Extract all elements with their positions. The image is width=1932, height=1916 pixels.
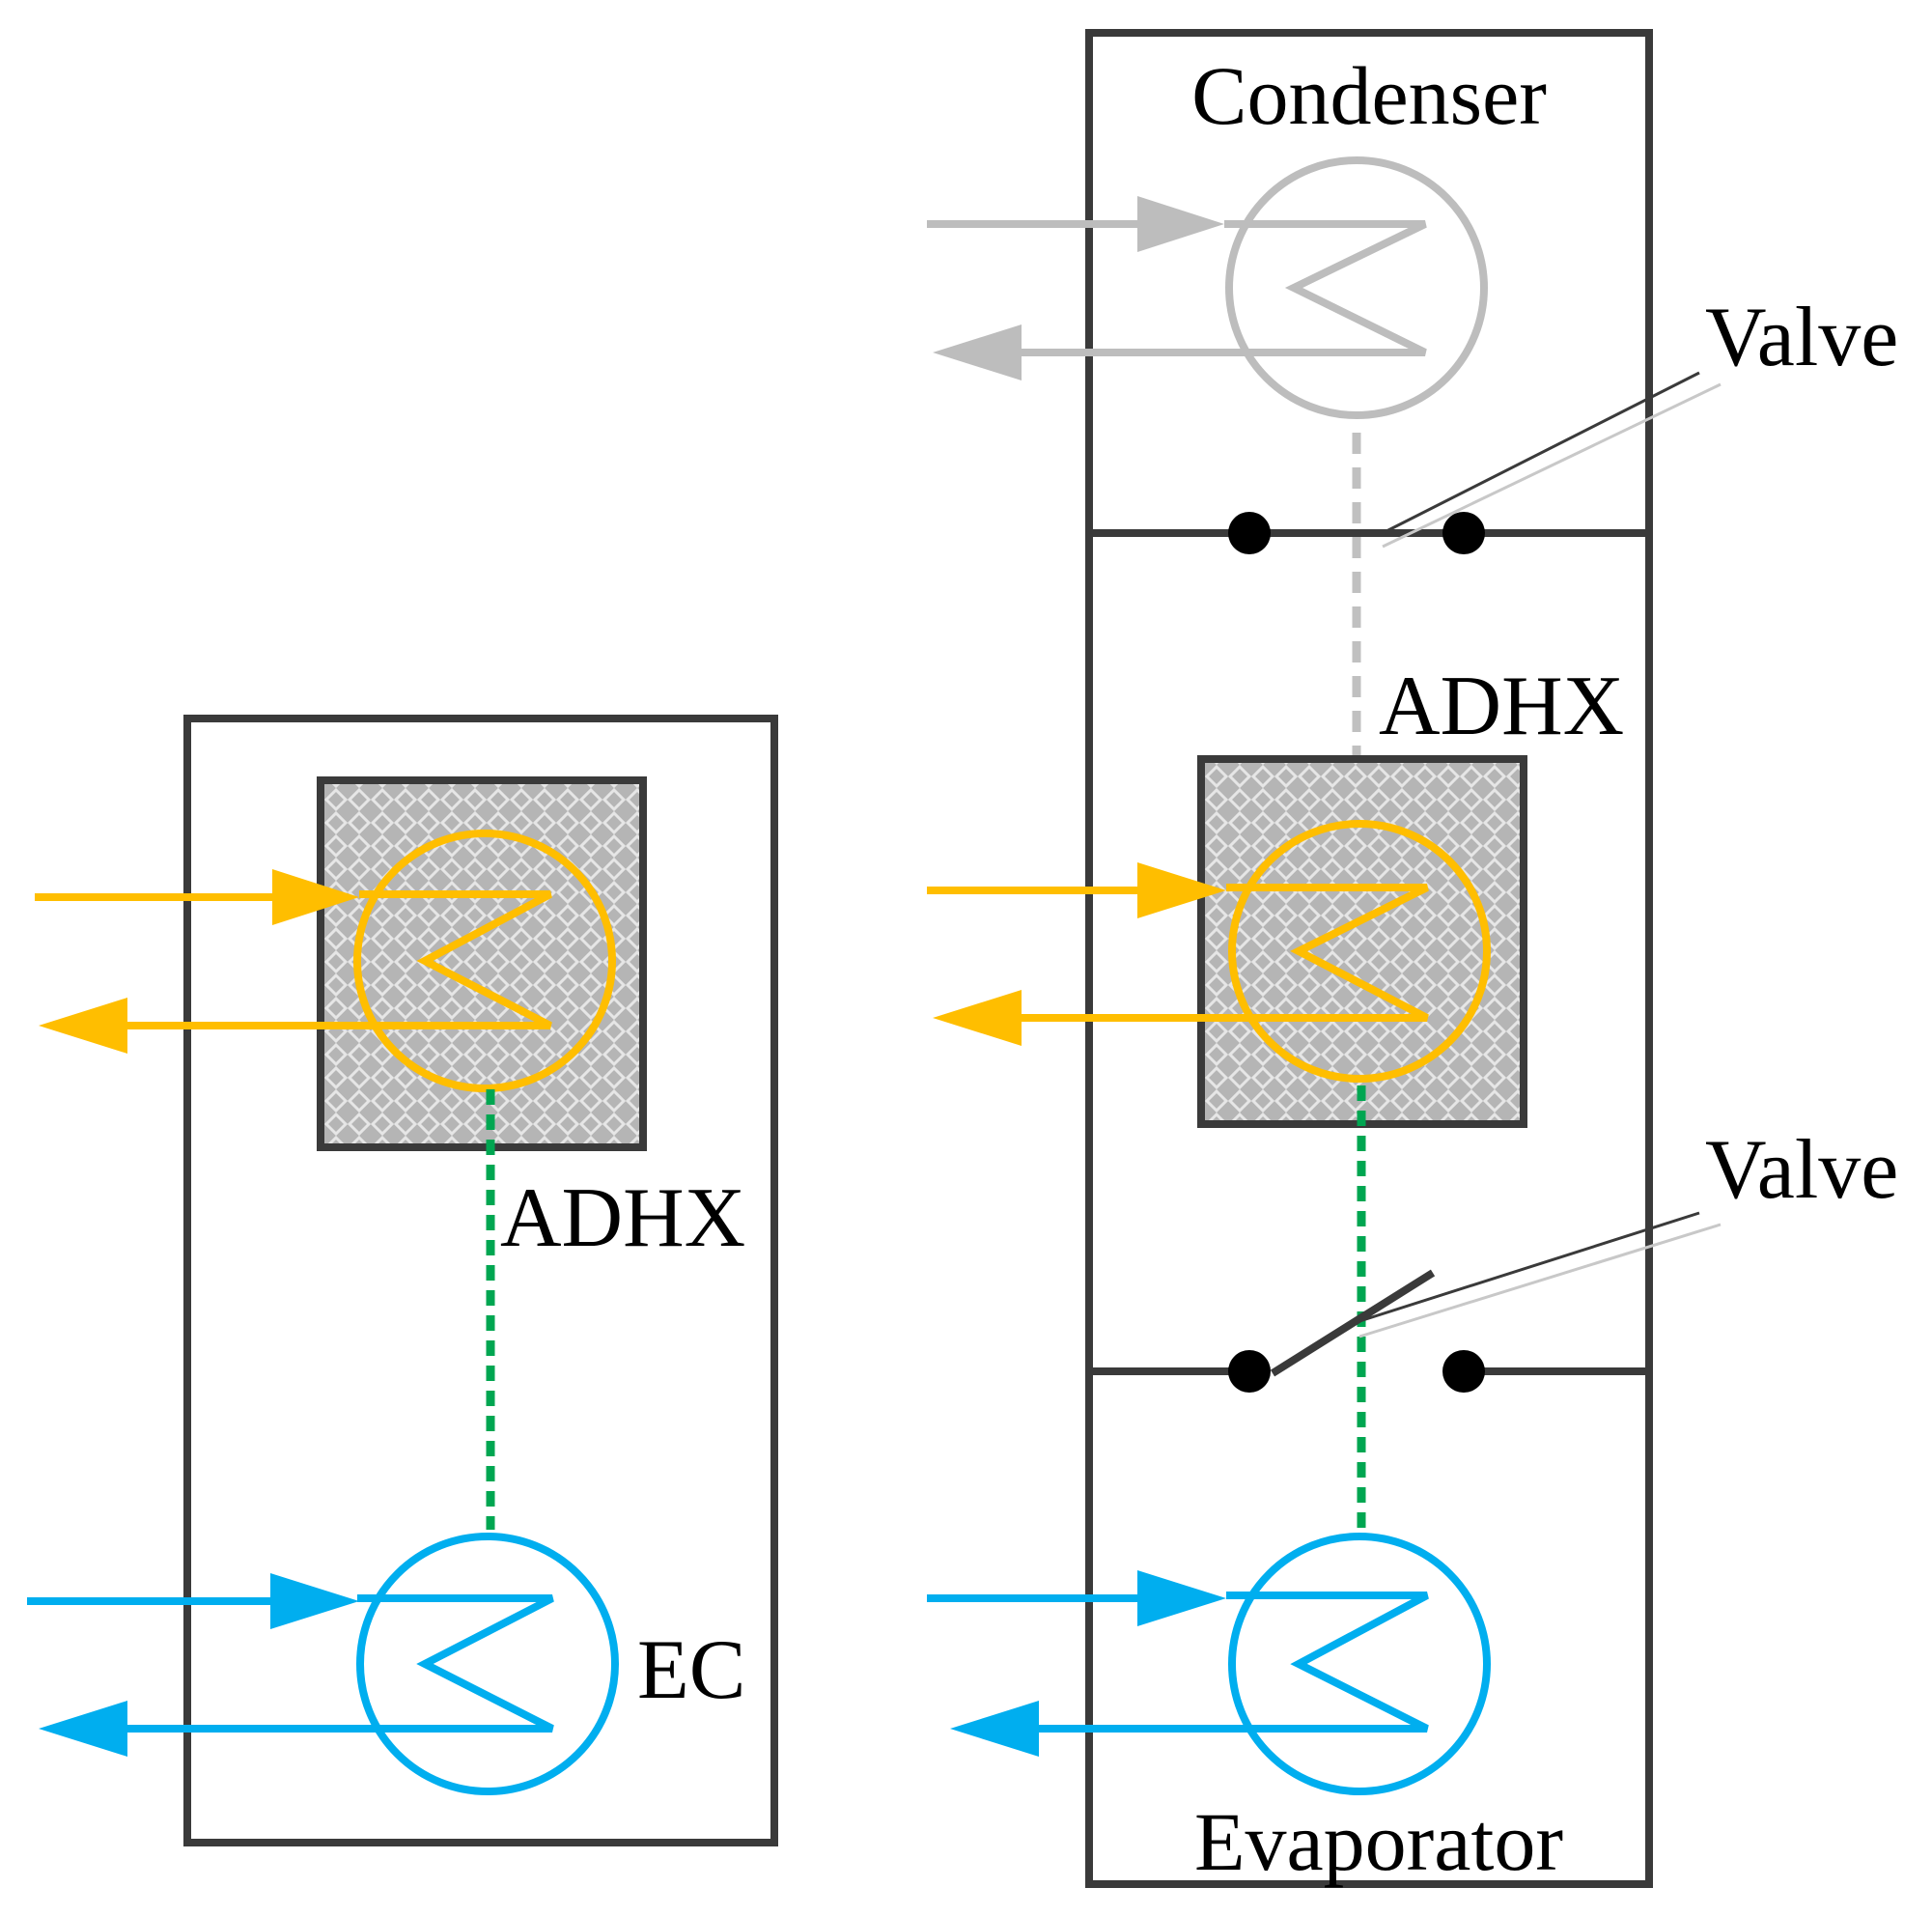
left-adhx-inlet-arrow-icon bbox=[35, 869, 359, 925]
left-system-frame bbox=[183, 715, 778, 1846]
right-adhx-sorbent-bed bbox=[1197, 755, 1527, 1128]
top-valve-icon bbox=[1093, 512, 1647, 554]
right-adhx-inlet-arrow-icon bbox=[927, 862, 1226, 918]
bottom-valve-label: Valve bbox=[1705, 1123, 1898, 1217]
top-valve-leader-line-shadow bbox=[1382, 382, 1722, 549]
evaporator-outlet-arrow-icon bbox=[950, 1701, 1226, 1757]
right-adhx-outlet-arrow-icon bbox=[933, 990, 1226, 1046]
condenser-inlet-arrow-icon bbox=[927, 196, 1224, 252]
right-adhx-label: ADHX bbox=[1379, 660, 1624, 753]
bottom-valve-leader-line-shadow bbox=[1358, 1223, 1722, 1338]
bottom-valve-leader-line bbox=[1353, 1211, 1700, 1325]
left-ec-label: EC bbox=[637, 1623, 745, 1717]
condenser-heat-exchanger-icon bbox=[1224, 156, 1488, 419]
evaporator-label: Evaporator bbox=[1194, 1795, 1563, 1888]
condenser-label: Condenser bbox=[1191, 49, 1547, 142]
left-ec-outlet-arrow-icon bbox=[39, 1701, 359, 1757]
right-system-frame bbox=[1085, 29, 1653, 1888]
left-adhx-outlet-arrow-icon bbox=[39, 998, 359, 1054]
left-ec-inlet-arrow-icon bbox=[27, 1573, 359, 1629]
condenser-outlet-arrow-icon bbox=[933, 324, 1224, 380]
right-system: Condenser Valve ADHX bbox=[927, 29, 1898, 1888]
left-adhx-heat-exchanger-icon bbox=[353, 830, 616, 1092]
left-adhx-label: ADHX bbox=[500, 1171, 745, 1265]
top-valve-leader-line bbox=[1382, 371, 1700, 535]
bottom-valve-icon bbox=[1093, 1269, 1647, 1393]
evaporator-inlet-arrow-icon bbox=[927, 1570, 1226, 1626]
right-adhx-heat-exchanger-icon bbox=[1226, 820, 1491, 1083]
left-ec-heat-exchanger-icon bbox=[356, 1533, 619, 1795]
top-valve-label: Valve bbox=[1705, 291, 1898, 384]
evaporator-heat-exchanger-icon bbox=[1226, 1533, 1491, 1795]
left-system: ADHX EC bbox=[27, 715, 778, 1846]
